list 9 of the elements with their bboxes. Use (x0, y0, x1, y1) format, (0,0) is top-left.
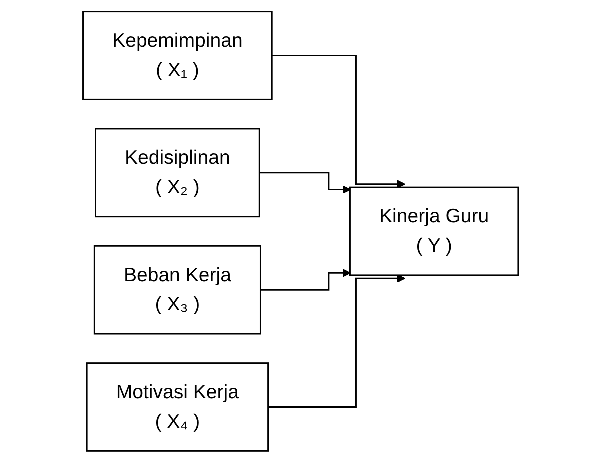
node-box: Kepemimpinan ( X₁ ) (82, 11, 272, 100)
node-box: Kinerja Guru ( Y ) (349, 186, 519, 276)
arrow (272, 55, 406, 189)
arrow (260, 268, 351, 291)
node-box: Kedisiplinan ( X₂ ) (94, 128, 260, 218)
node-box: Motivasi Kerja ( X₄ ) (86, 362, 269, 452)
arrow (259, 172, 351, 194)
node-box: Beban Kerja ( X₃ ) (94, 245, 262, 335)
arrow (268, 274, 406, 408)
